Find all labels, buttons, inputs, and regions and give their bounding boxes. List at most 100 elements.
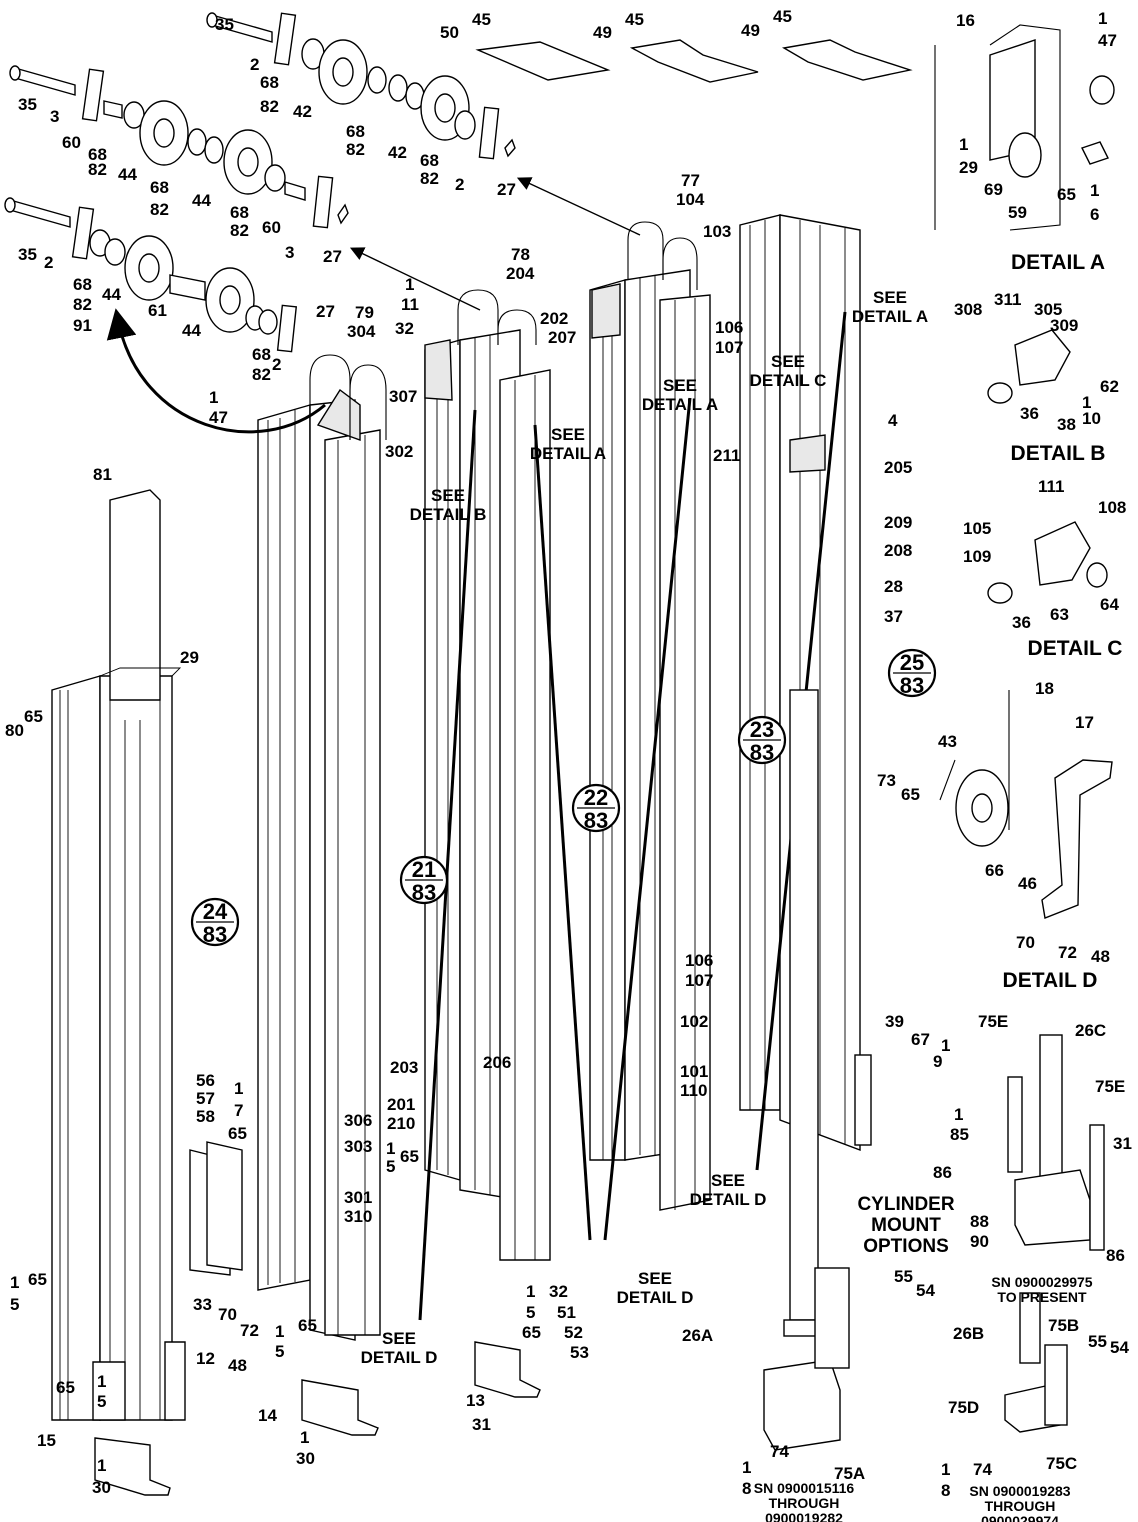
see-detail-callout-line: DETAIL B xyxy=(410,505,487,524)
detail-a-drawing xyxy=(934,24,1115,231)
see-detail-callout-line: SEE xyxy=(771,352,805,371)
part-label: 110 xyxy=(680,1081,707,1100)
part-label: 82 xyxy=(420,169,439,188)
part-label: 68 xyxy=(346,122,365,141)
part-label: 44 xyxy=(102,285,121,304)
part-label: 72 xyxy=(240,1321,259,1340)
part-label: 65 xyxy=(228,1124,247,1143)
part-label: 3 xyxy=(285,243,294,262)
part-label: 305 xyxy=(1034,300,1062,319)
part-label: 5 xyxy=(526,1303,535,1322)
part-label: 13 xyxy=(466,1391,485,1410)
part-label: 35 xyxy=(18,245,37,264)
part-label: 31 xyxy=(1113,1134,1132,1153)
part-label: 55 xyxy=(894,1267,913,1286)
part-label: 1 xyxy=(959,135,968,154)
part-label: 11 xyxy=(401,295,419,314)
part-label: 65 xyxy=(522,1323,541,1342)
part-label: 111 xyxy=(1038,477,1065,496)
part-label: 68 xyxy=(150,178,169,197)
part-label: 54 xyxy=(916,1281,935,1300)
part-label: 302 xyxy=(385,442,413,461)
chain-yokes xyxy=(309,221,698,440)
part-label: 7 xyxy=(234,1101,243,1120)
detail-title: DETAIL A xyxy=(1011,251,1105,274)
part-label: 301 xyxy=(344,1188,372,1207)
mast-channel-21 xyxy=(257,388,381,1341)
part-label: 42 xyxy=(293,102,312,121)
part-label: 44 xyxy=(192,191,211,210)
part-label: 45 xyxy=(773,7,792,26)
part-label: 77 xyxy=(681,171,700,190)
part-label: 15 xyxy=(37,1431,56,1450)
part-label: 75A xyxy=(834,1464,865,1483)
part-label: 57 xyxy=(196,1089,215,1108)
part-label: 26B xyxy=(953,1324,984,1343)
part-label: 104 xyxy=(676,190,705,209)
part-label: 28 xyxy=(884,577,903,596)
part-label: 46 xyxy=(1018,874,1037,893)
part-label: 12 xyxy=(196,1349,215,1368)
part-label: 65 xyxy=(56,1378,75,1397)
part-label: 36 xyxy=(1012,613,1031,632)
part-label: 86 xyxy=(933,1163,952,1182)
part-label: 70 xyxy=(218,1305,237,1324)
part-label: 42 xyxy=(388,143,407,162)
part-label: 27 xyxy=(316,302,335,321)
part-label: 65 xyxy=(298,1316,317,1335)
part-label: 54 xyxy=(1110,1338,1129,1357)
part-label: 1 xyxy=(1082,393,1091,412)
part-label: 2 xyxy=(272,355,281,374)
part-label: 65 xyxy=(1057,185,1076,204)
callout-bottom-number: 83 xyxy=(750,740,774,765)
part-label: 62 xyxy=(1100,377,1119,396)
part-label: 78 xyxy=(511,245,530,264)
part-label: 70 xyxy=(1016,933,1035,952)
part-label: 32 xyxy=(549,1282,568,1301)
part-label: 202 xyxy=(540,309,568,328)
detail-title: DETAIL C xyxy=(1028,637,1123,660)
see-detail-callout-line: SEE xyxy=(638,1269,672,1288)
part-label: 56 xyxy=(196,1071,215,1090)
part-label: 209 xyxy=(884,513,912,532)
part-label: 1 xyxy=(941,1460,950,1479)
part-label: 53 xyxy=(570,1343,589,1362)
part-label: 67 xyxy=(911,1030,930,1049)
part-label: 30 xyxy=(296,1449,315,1468)
part-label: 17 xyxy=(1075,713,1094,732)
part-label: 39 xyxy=(885,1012,904,1031)
hydraulic-cylinder xyxy=(763,689,850,1451)
part-label: 60 xyxy=(62,133,81,152)
part-label: 75E xyxy=(1095,1077,1125,1096)
part-label: 303 xyxy=(344,1137,372,1156)
part-label: 48 xyxy=(228,1356,247,1375)
part-label: 45 xyxy=(625,10,644,29)
part-label: 75D xyxy=(948,1398,979,1417)
part-label: 30 xyxy=(92,1478,111,1497)
part-label: 43 xyxy=(938,732,957,751)
part-label: 50 xyxy=(440,23,459,42)
serial-range-line: THROUGH xyxy=(985,1498,1056,1514)
part-label: 1 xyxy=(742,1458,751,1477)
part-label: 1 xyxy=(526,1282,535,1301)
part-label: 1 xyxy=(300,1428,309,1447)
see-detail-callout-line: DETAIL A xyxy=(852,307,928,326)
serial-range-line: 0900019282 xyxy=(765,1510,843,1522)
part-label: 1 xyxy=(10,1273,19,1292)
part-label: 82 xyxy=(346,140,365,159)
part-label: 308 xyxy=(954,300,982,319)
part-label: 82 xyxy=(260,97,279,116)
callout-top-number: 24 xyxy=(203,899,228,924)
part-label: 82 xyxy=(73,295,92,314)
